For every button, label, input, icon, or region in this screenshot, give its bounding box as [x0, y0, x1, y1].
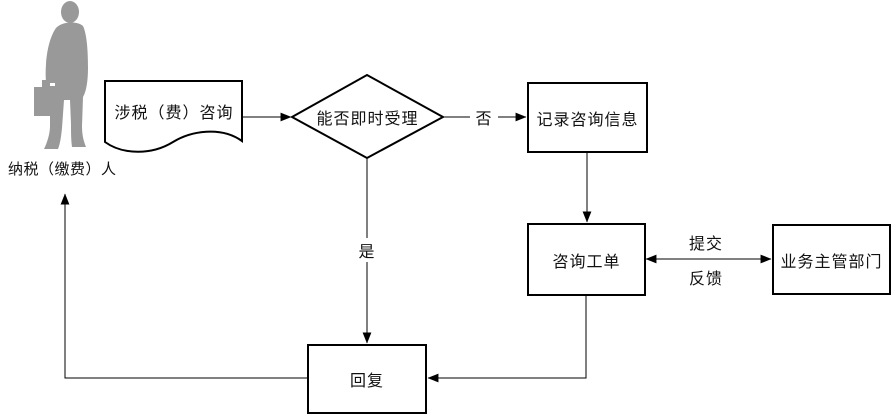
node-business-department: 业务主管部门	[772, 224, 891, 295]
node-decision-can-handle-immediately: 能否即时受理	[316, 111, 419, 128]
node-consultation-work-order: 咨询工单	[527, 223, 646, 296]
edge-workorder-to-reply	[427, 295, 587, 383]
node-record-consultation-info: 记录咨询信息	[527, 82, 648, 153]
edge-label-submit: 提交	[688, 236, 723, 253]
document-shape	[104, 80, 243, 153]
edge-label-no: 否	[470, 105, 498, 129]
node-tax-consultation-document: 涉税（费）咨询	[114, 105, 234, 122]
node-reply: 回复	[307, 344, 427, 414]
edge-reply-to-taxpayer	[60, 193, 307, 379]
edge-label-yes: 是	[353, 238, 381, 262]
taxpayer-person-icon	[34, 1, 88, 149]
taxpayer-label: 纳税（缴费）人	[8, 161, 117, 178]
edge-label-feedback: 反馈	[688, 271, 723, 288]
